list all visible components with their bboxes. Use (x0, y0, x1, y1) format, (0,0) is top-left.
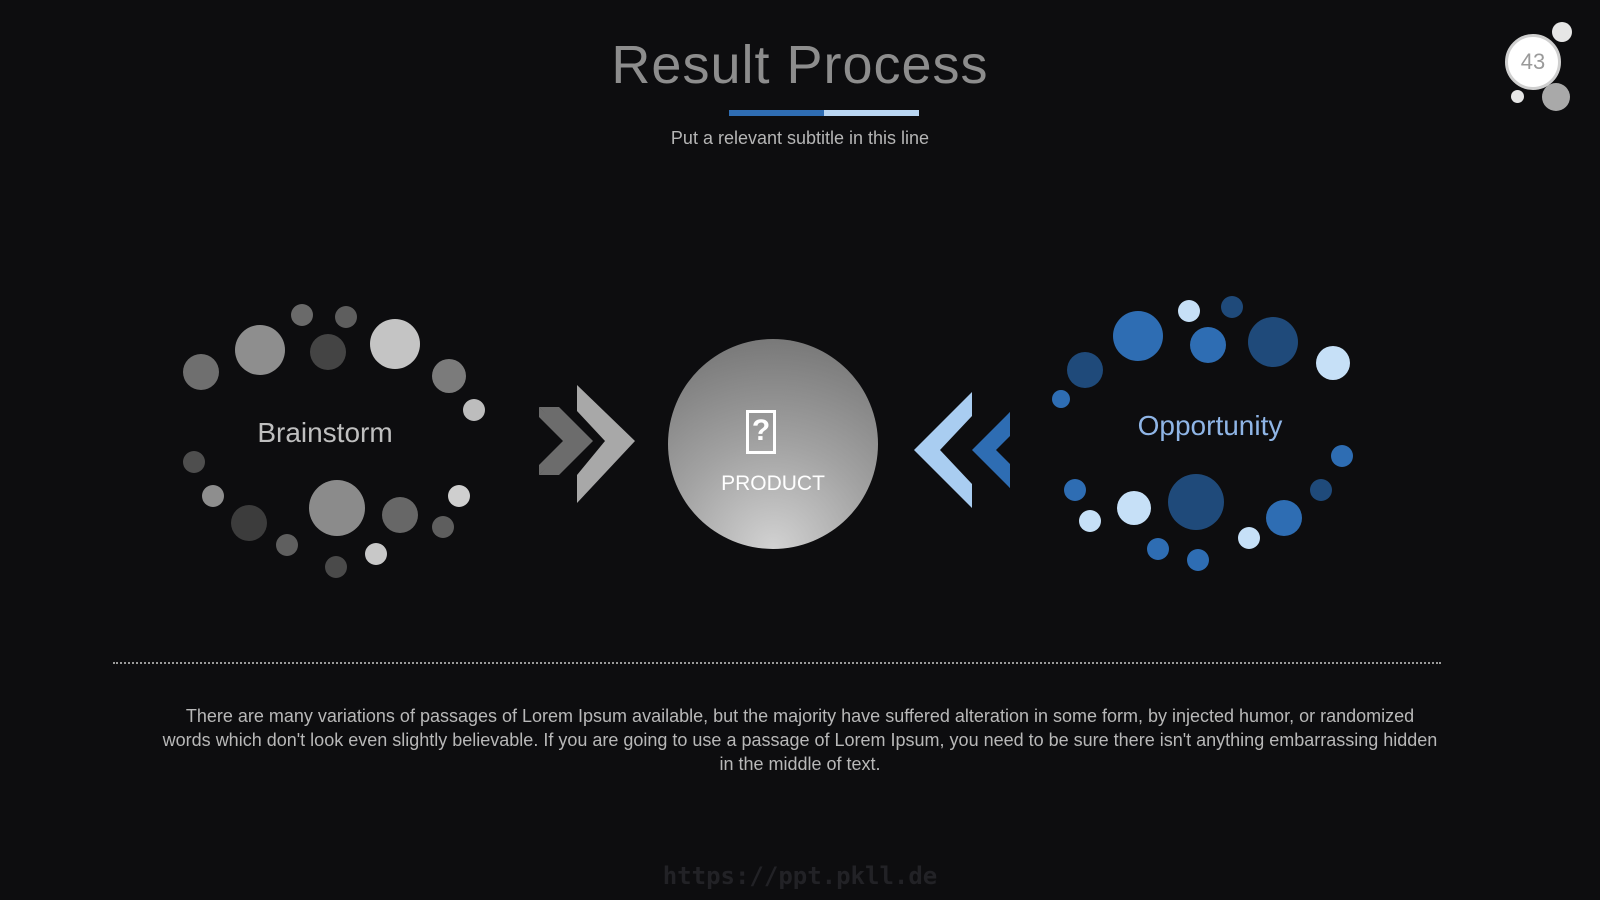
cluster-dot (309, 480, 365, 536)
cluster-dot (183, 451, 205, 473)
cluster-dot (276, 534, 298, 556)
cluster-dot (310, 334, 346, 370)
cluster-dot (202, 485, 224, 507)
cluster-dot (1316, 346, 1350, 380)
cluster-dot (1067, 352, 1103, 388)
opportunity-label: Opportunity (1137, 410, 1283, 441)
cluster-dot (370, 319, 420, 369)
chevron-left-icon (914, 392, 1010, 508)
cluster-dot (432, 516, 454, 538)
title-underline-lightblue (824, 110, 919, 116)
cluster-dot (183, 354, 219, 390)
badge-decor-dot (1552, 22, 1572, 42)
cluster-dot (1168, 474, 1224, 530)
slide-title: Result Process (611, 35, 989, 95)
title-underline (729, 110, 919, 116)
cluster-dot (291, 304, 313, 326)
cluster-dot (1147, 538, 1169, 560)
cluster-dot (448, 485, 470, 507)
cluster-dot (1190, 327, 1226, 363)
cluster-dot (1113, 311, 1163, 361)
cluster-dot (1221, 296, 1243, 318)
cluster-dot (1187, 549, 1209, 571)
brainstorm-label: Brainstorm (257, 417, 393, 448)
slide-subtitle: Put a relevant subtitle in this line (670, 128, 930, 148)
badge-decor-dot (1511, 90, 1524, 103)
watermark: https://ppt.pkll.de (662, 862, 938, 890)
badge-decor-dot (1542, 83, 1570, 111)
cluster-dot (335, 306, 357, 328)
cluster-dot (325, 556, 347, 578)
cluster-dot (1248, 317, 1298, 367)
cluster-dot (1117, 491, 1151, 525)
cluster-dot (1079, 510, 1101, 532)
cluster-dot (1238, 527, 1260, 549)
cluster-dot (231, 505, 267, 541)
title-underline-blue (729, 110, 824, 116)
product-label: PRODUCT (721, 472, 825, 495)
cluster-dot (1052, 390, 1070, 408)
cluster-dot (432, 359, 466, 393)
cluster-dot (382, 497, 418, 533)
cluster-dot (235, 325, 285, 375)
cluster-dot (1064, 479, 1086, 501)
cluster-dot (1331, 445, 1353, 467)
cluster-dot (463, 399, 485, 421)
cluster-dot (1266, 500, 1302, 536)
body-paragraph: There are many variations of passages of… (162, 706, 1438, 774)
dotted-divider (113, 662, 1441, 664)
page-number-badge: 43 (1505, 34, 1561, 90)
cluster-dot (365, 543, 387, 565)
question-document-icon: ? (746, 410, 776, 454)
chevron-right-icon (539, 385, 635, 503)
cluster-dot (1178, 300, 1200, 322)
cluster-dot (1310, 479, 1332, 501)
